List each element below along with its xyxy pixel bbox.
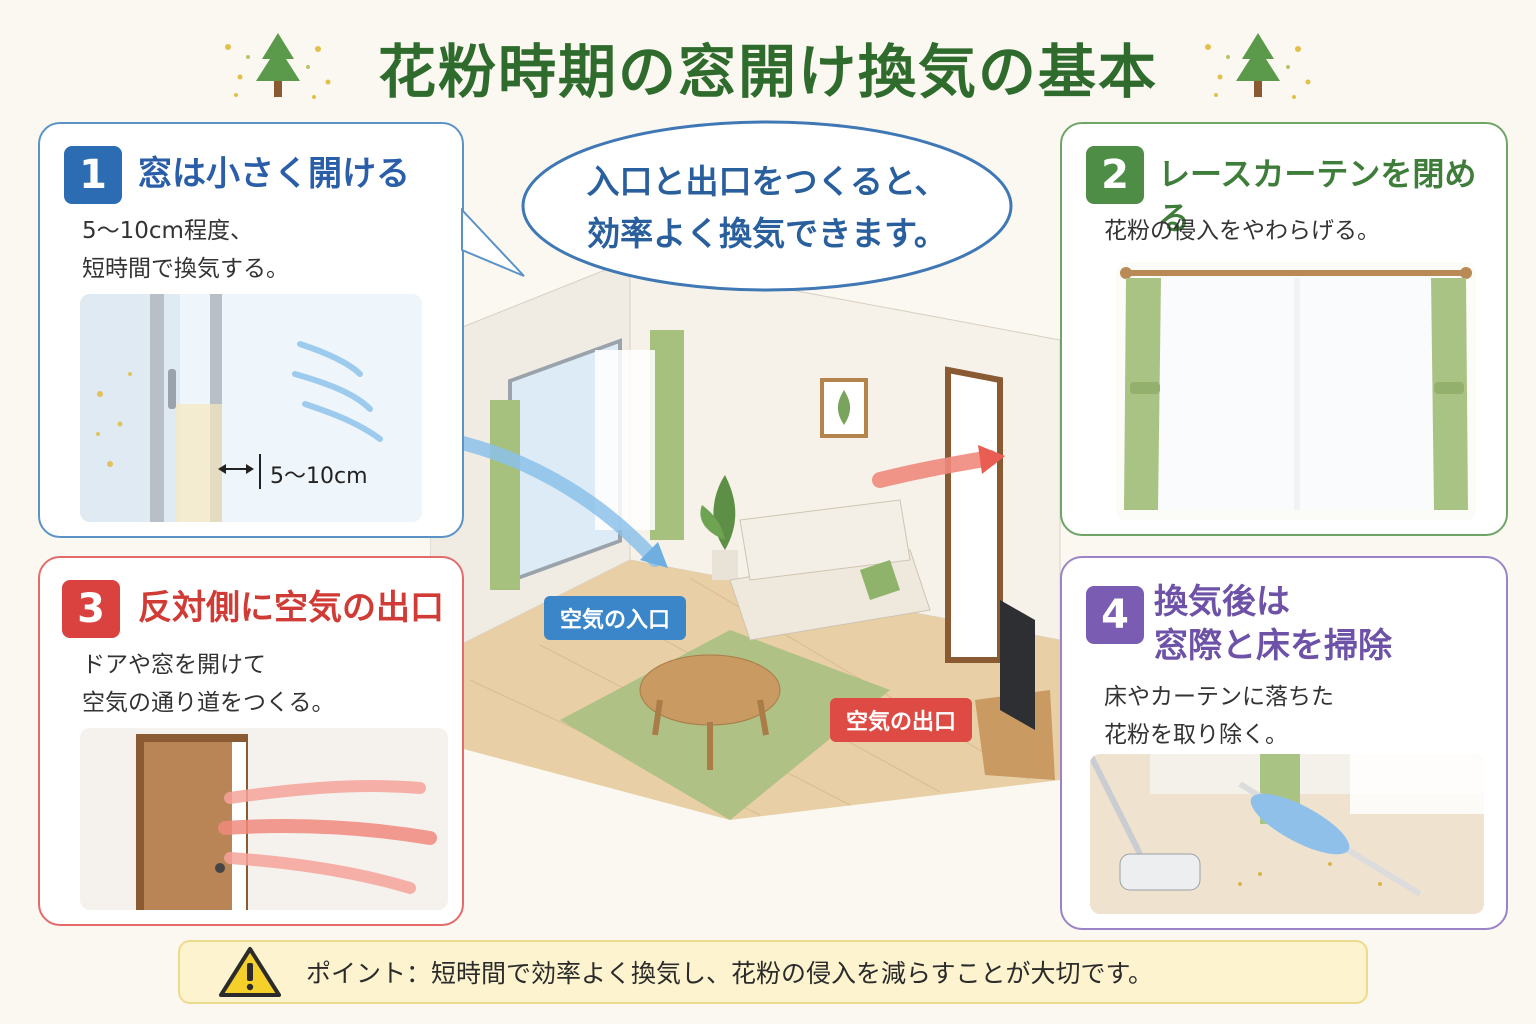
step-body-line: 5～10cm程度、: [82, 218, 253, 244]
cleaning-illustration: [1090, 754, 1484, 914]
step-heading-line: 換気後は: [1154, 582, 1290, 622]
tree-icon: [224, 33, 331, 99]
page-title: 花粉時期の窓開け換気の基本: [377, 38, 1158, 106]
speech-bubble: [521, 120, 1013, 292]
air-outlet-tag: 空気の出口: [830, 698, 973, 742]
step-body: 5～10cm程度、 短時間で換気する。: [82, 212, 289, 288]
step-number: 3: [62, 580, 120, 638]
step-heading: レースカーテンを閉める: [1158, 155, 1477, 237]
window-open-illustration: 5～10cm: [80, 294, 422, 522]
tree-icon: [1205, 33, 1311, 99]
step-heading-line: 窓際と床を掃除: [1154, 626, 1392, 666]
lace-curtain-illustration: [1116, 262, 1476, 520]
step-heading: 窓は小さく開ける: [138, 154, 410, 194]
step-body-line: 空気の通り道をつくる。: [82, 690, 335, 716]
step-body-line: 短時間で換気する。: [82, 256, 289, 282]
point-note: ポイント：短時間で効率よく換気し、花粉の侵入を減らすことが大切です。: [178, 940, 1368, 1004]
speech-line: 入口と出口をつくると、: [586, 162, 948, 201]
step-body-line: 床やカーテンに落ちた: [1104, 684, 1334, 710]
window-gap-label: 5～10cm: [270, 464, 368, 489]
speech-text: 入口と出口をつくると、 効率よく換気できます。: [520, 156, 1014, 260]
step-number: 4: [1086, 586, 1144, 644]
step-body: 床やカーテンに落ちた 花粉を取り除く。: [1104, 678, 1334, 754]
room-illustration: [430, 260, 1061, 820]
speech-line: 効率よく換気できます。: [587, 214, 947, 253]
title-bar: 花粉時期の窓開け換気の基本: [0, 22, 1536, 112]
step-body: ドアや窓を開けて 空気の通り道をつくる。: [82, 646, 335, 722]
card-step-2: 2 レースカーテンを閉める 花粉の侵入をやわらげる。: [1060, 122, 1508, 536]
card-step-1: 1 窓は小さく開ける 5～10cm程度、 短時間で換気する。 5～10cm: [38, 122, 464, 538]
air-inlet-tag: 空気の入口: [544, 596, 687, 640]
step-body: 花粉の侵入をやわらげる。: [1104, 212, 1380, 250]
point-note-text: ポイント：短時間で効率よく換気し、花粉の侵入を減らすことが大切です。: [306, 959, 1154, 988]
step-number: 2: [1086, 146, 1144, 204]
step-number: 1: [64, 146, 122, 204]
door-open-illustration: [80, 728, 448, 910]
step-body-line: 花粉を取り除く。: [1104, 722, 1288, 748]
step-heading: 換気後は 窓際と床を掃除: [1154, 580, 1392, 668]
step-heading: 反対側に空気の出口: [138, 588, 444, 628]
card-step-3: 3 反対側に空気の出口 ドアや窓を開けて 空気の通り道をつくる。: [38, 556, 464, 926]
card-step-4: 4 換気後は 窓際と床を掃除 床やカーテンに落ちた 花粉を取り除く。: [1060, 556, 1508, 930]
step-body-line: 花粉の侵入をやわらげる。: [1104, 218, 1380, 244]
warning-icon: [219, 947, 281, 997]
step-body-line: ドアや窓を開けて: [82, 652, 266, 678]
